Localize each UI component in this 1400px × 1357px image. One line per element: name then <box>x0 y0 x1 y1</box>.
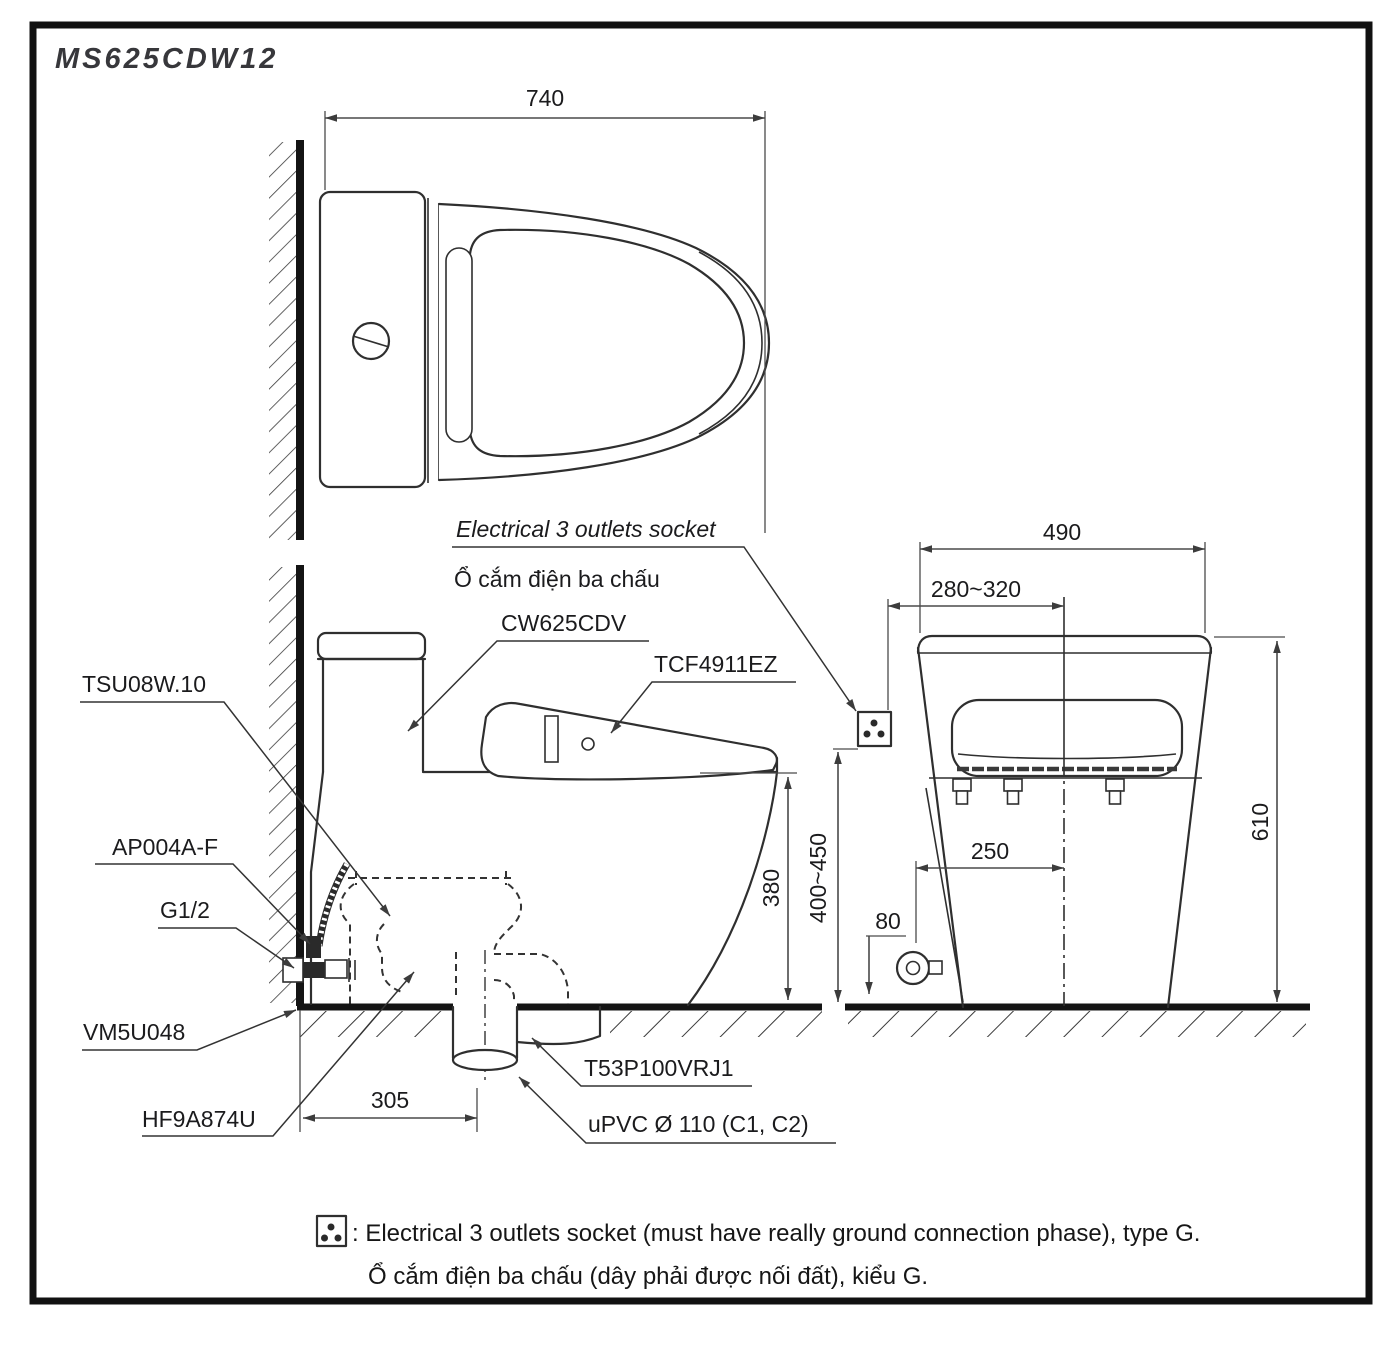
flush-button-slot <box>352 335 390 348</box>
water-connectors <box>952 778 1125 805</box>
tank-lid-side <box>316 631 427 661</box>
seat-lid-seam <box>957 753 1177 760</box>
bowl-model-label: CW625CDV <box>501 610 627 636</box>
seat-hinge-detail <box>544 715 559 763</box>
floor-hatching <box>610 1011 822 1037</box>
washlet-leader <box>610 681 796 734</box>
flange-leader <box>142 971 415 1137</box>
angle-valve-label: AP004A-F <box>112 834 218 860</box>
drain-pipe <box>451 1005 519 1060</box>
note-line-vi: Ổ cắm điện ba chấu (dây phải được nối đấ… <box>368 1262 928 1290</box>
dim-supply-height: 80 <box>865 908 906 994</box>
dim-front-width-value: 490 <box>1043 519 1081 545</box>
dim-total-height-value: 610 <box>1247 803 1273 841</box>
dim-supply-height-value: 80 <box>875 908 901 934</box>
trapway-dashed <box>339 871 569 1004</box>
supply-valve-outlet <box>928 960 943 975</box>
plan-view: 740 <box>269 85 771 540</box>
side-view: 305 380 <box>269 565 822 1132</box>
thread-size-leader <box>158 927 295 969</box>
seat-lid-front <box>950 698 1184 778</box>
valve-outlet <box>324 959 348 979</box>
angle-valve-leader <box>95 863 311 945</box>
supply-valve-center <box>905 960 921 976</box>
seat-lid-plan <box>468 228 746 458</box>
drain-joint-label: T53P100VRJ1 <box>584 1055 734 1081</box>
supply-hose-label: TSU08W.10 <box>82 671 206 697</box>
dim-rough-in: 305 <box>299 1010 478 1132</box>
note-socket-icon <box>315 1214 348 1248</box>
electrical-socket-icon <box>856 710 893 748</box>
valve-thread-lines <box>348 958 356 982</box>
dim-top-width-value: 740 <box>526 85 564 111</box>
dim-socket-height: 400~450 <box>805 752 842 1002</box>
wall-hatching <box>269 142 297 540</box>
drain-pipe-leader <box>518 1076 836 1144</box>
drain-joint-shape <box>515 1005 602 1046</box>
front-view: 490 280~320 400~450 250 80 <box>805 519 1310 1037</box>
dim-rim-height-value: 380 <box>758 869 784 907</box>
socket-callout-vi: Ổ cắm điện ba chấu <box>454 565 660 592</box>
dim-supply-offset-value: 250 <box>971 838 1009 864</box>
seat-hinge-pivot <box>581 737 595 751</box>
supply-riser-line <box>925 787 964 1003</box>
floor-hatching <box>299 1011 450 1037</box>
footnote: : Electrical 3 outlets socket (must have… <box>315 1214 1200 1290</box>
dim-rough-in-value: 305 <box>371 1087 409 1113</box>
dim-total-height: 610 <box>1214 636 1285 1002</box>
bowl-leader <box>407 640 649 732</box>
drain-joint-leader <box>531 1037 752 1087</box>
washlet-model-label: TCF4911EZ <box>654 651 778 677</box>
page-title: MS625CDW12 <box>55 43 278 75</box>
joint-label: VM5U048 <box>83 1019 185 1045</box>
valve-dark-part <box>303 962 325 978</box>
floor-hatching <box>848 1011 1306 1037</box>
eccentric-joint <box>306 936 321 958</box>
hinge-capsule <box>445 247 473 443</box>
bowl-rim-edge <box>698 251 763 435</box>
drain-pipe-label: uPVC Ø 110 (C1, C2) <box>588 1111 809 1137</box>
dim-socket-height-value: 400~450 <box>805 833 831 923</box>
joint-leader <box>82 1009 297 1051</box>
body-sides-front <box>916 646 1213 1009</box>
dim-front-width: 490 <box>919 519 1206 633</box>
thread-size-label: G1/2 <box>160 897 210 923</box>
dim-socket-offset-value: 280~320 <box>931 576 1021 602</box>
dim-socket-offset: 280~320 <box>887 576 1064 710</box>
wall-hatching <box>269 567 297 1003</box>
flange-label: HF9A874U <box>142 1106 256 1132</box>
drain-pipe-opening <box>451 1048 519 1072</box>
dim-rim-height: 380 <box>700 772 797 1000</box>
socket-callout-en: Electrical 3 outlets socket <box>456 516 717 542</box>
note-line-en: : Electrical 3 outlets socket (must have… <box>352 1220 1200 1247</box>
callouts: Electrical 3 outlets socket Ổ cắm điện b… <box>80 516 857 1144</box>
body-back-edge <box>309 770 325 1006</box>
body-front-edge <box>686 756 779 1007</box>
dim-supply-offset: 250 <box>915 838 1064 943</box>
supply-hose-leader <box>80 701 391 917</box>
drawing-frame <box>29 21 1373 1305</box>
dim-top-width: 740 <box>324 85 766 533</box>
socket-leader <box>452 546 857 712</box>
